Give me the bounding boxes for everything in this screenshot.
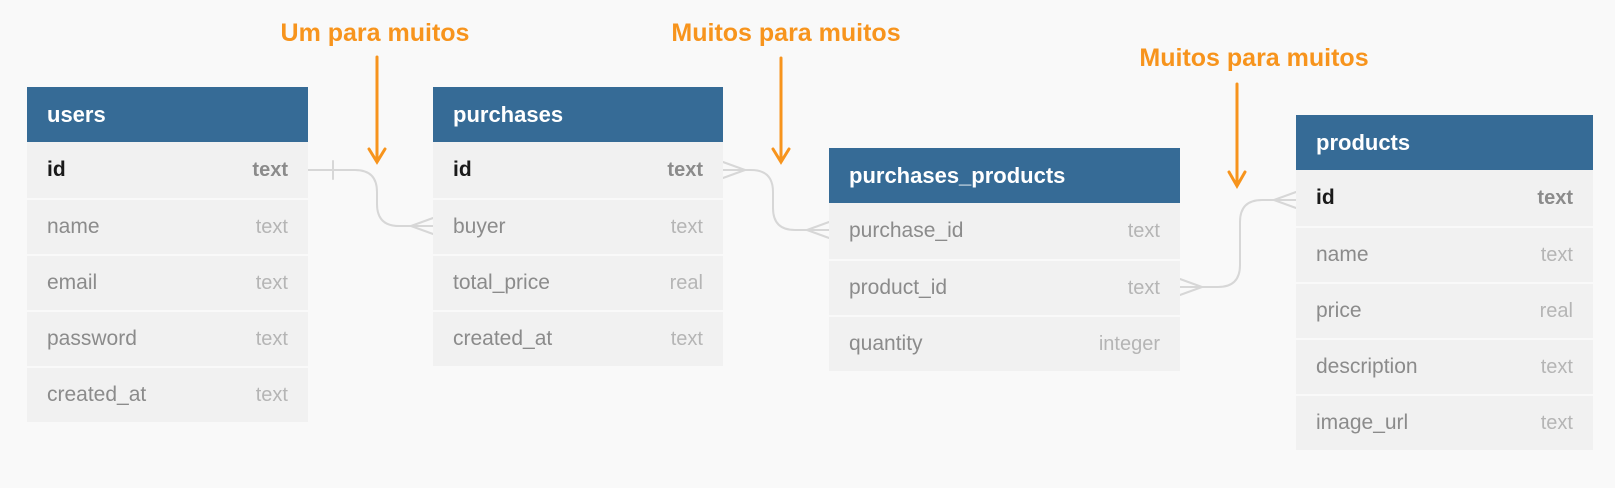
annotation-arrow-1 [367, 55, 387, 165]
purchases-table-header[interactable]: purchases [433, 87, 723, 142]
products-field-row-image_url[interactable]: image_url text [1296, 394, 1593, 450]
users-table-header[interactable]: users [27, 87, 308, 142]
field-type: text [1540, 355, 1573, 378]
field-name: created_at [47, 383, 147, 406]
products-field-row-price[interactable]: price real [1296, 282, 1593, 338]
field-type: text [667, 158, 703, 181]
crow-foot-many-end [806, 221, 830, 239]
field-type: text [670, 215, 703, 238]
relationship-label-many-to-many-1: Muitos para muitos [671, 19, 901, 47]
relationship-line [744, 169, 808, 231]
field-type: text [255, 327, 288, 350]
users-field-row-created_at[interactable]: created_at text [27, 366, 308, 422]
field-type: integer [1098, 332, 1160, 355]
field-name: name [47, 215, 100, 238]
purchases_products-field-row-purchase_id[interactable]: purchase_id text [829, 203, 1180, 259]
field-type: real [1539, 299, 1573, 322]
field-name: image_url [1316, 411, 1409, 434]
products-field-row-name[interactable]: name text [1296, 226, 1593, 282]
relationship-purchases-purchases_products [722, 161, 830, 239]
purchases-field-row-total_price[interactable]: total_price real [433, 254, 723, 310]
products-field-row-id[interactable]: id text [1296, 170, 1593, 226]
field-name: id [453, 158, 472, 181]
relationship-line [1201, 199, 1275, 288]
arrow-head-icon [1227, 170, 1247, 190]
field-type: text [1127, 219, 1160, 242]
crow-foot-many-start [722, 161, 746, 179]
table-purchases[interactable]: purchases id text buyer text total_price real c… [433, 87, 723, 366]
field-type: real [669, 271, 703, 294]
field-type: text [1540, 411, 1573, 434]
products-field-row-description[interactable]: description text [1296, 338, 1593, 394]
field-name: email [47, 271, 98, 294]
field-name: buyer [453, 215, 506, 238]
field-name: created_at [453, 327, 553, 350]
field-type: text [1127, 276, 1160, 299]
relationship-users-purchases [306, 160, 434, 235]
annotation-arrow-3 [1227, 82, 1247, 190]
field-type: text [255, 271, 288, 294]
users-field-row-id[interactable]: id text [27, 142, 308, 198]
crow-foot-many-start [1179, 278, 1203, 296]
field-name: password [47, 327, 137, 350]
field-type: text [670, 327, 703, 350]
users-field-row-email[interactable]: email text [27, 254, 308, 310]
relationship-label-one-to-many: Um para muitos [280, 19, 470, 47]
field-name: quantity [849, 332, 923, 355]
field-name: price [1316, 299, 1362, 322]
crow-foot-many-end [1273, 191, 1297, 209]
field-type: text [1540, 243, 1573, 266]
relationship-label-many-to-many-2: Muitos para muitos [1139, 44, 1369, 72]
field-name: product_id [849, 276, 948, 299]
annotation-arrow-2 [771, 56, 791, 165]
field-name: id [1316, 186, 1335, 209]
field-name: id [47, 158, 66, 181]
crow-foot-many-end [410, 217, 434, 235]
purchases-field-row-id[interactable]: id text [433, 142, 723, 198]
purchases-field-row-buyer[interactable]: buyer text [433, 198, 723, 254]
purchases-field-row-created_at[interactable]: created_at text [433, 310, 723, 366]
field-type: text [1537, 186, 1573, 209]
users-field-row-password[interactable]: password text [27, 310, 308, 366]
table-products[interactable]: products id text name text price real descripti… [1296, 115, 1593, 450]
field-type: text [252, 158, 288, 181]
field-name: description [1316, 355, 1418, 378]
field-name: name [1316, 243, 1369, 266]
relationship-line [306, 169, 412, 227]
field-name: purchase_id [849, 219, 964, 242]
users-field-row-name[interactable]: name text [27, 198, 308, 254]
products-table-header[interactable]: products [1296, 115, 1593, 170]
arrow-head-icon [367, 147, 387, 165]
field-type: text [255, 383, 288, 406]
relationship-purchases_products-products [1179, 191, 1297, 296]
purchases_products-field-row-quantity[interactable]: quantity integer [829, 315, 1180, 371]
purchases_products-table-header[interactable]: purchases_products [829, 148, 1180, 203]
arrow-head-icon [771, 147, 791, 165]
field-name: total_price [453, 271, 550, 294]
table-users[interactable]: users id text name text email text password text… [27, 87, 308, 422]
field-type: text [255, 215, 288, 238]
purchases_products-field-row-product_id[interactable]: product_id text [829, 259, 1180, 315]
